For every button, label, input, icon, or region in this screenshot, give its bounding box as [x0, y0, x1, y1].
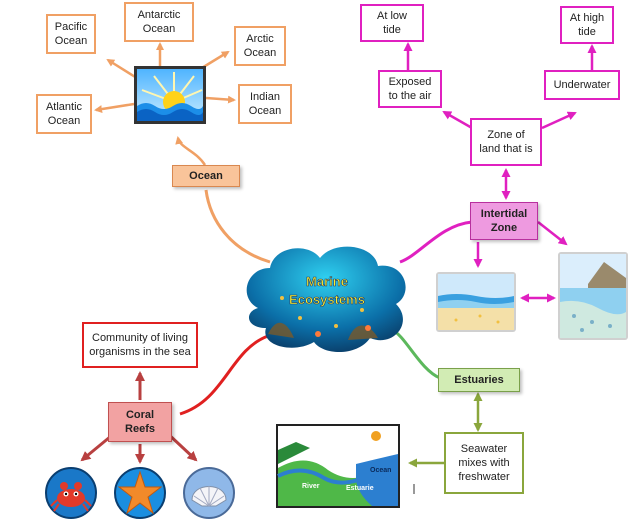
arctic-line2: Ocean [243, 47, 277, 59]
low-tide-beach-image [436, 272, 516, 332]
ocean-label: Ocean [189, 170, 223, 182]
low-tide-line2: tide [383, 24, 401, 36]
exposed-box: Exposed to the air [378, 70, 442, 108]
sunrise-ocean-image [134, 66, 206, 124]
branch-ocean [204, 189, 271, 264]
arrow-to-underwater [541, 111, 577, 130]
arctic-line1: Arctic [246, 33, 274, 45]
starfish-icon [113, 466, 167, 520]
antarctic-line1: Antarctic [137, 9, 181, 21]
low-tide-box: At low tide [360, 4, 424, 42]
center-label-line2: Ecosystems [289, 292, 365, 307]
pacific-line1: Pacific [54, 21, 88, 33]
high-tide-beach-image [558, 252, 628, 340]
community-line2: organisms in the sea [89, 346, 191, 358]
intertidal-label-line2: Zone [490, 222, 518, 234]
arrow-atlantic [94, 102, 135, 114]
arrow-to-exposed [442, 110, 473, 130]
pacific-line2: Ocean [54, 35, 88, 47]
map-estuarie-label: Estuarie [346, 485, 374, 492]
seawater-line3: freshwater [458, 471, 510, 483]
branch-intertidal [399, 220, 473, 264]
high-tide-box: At high tide [560, 6, 614, 44]
high-tide-line2: tide [578, 26, 596, 38]
underwater-box: Underwater [544, 70, 620, 100]
community-box: Community of living organisms in the sea [82, 322, 198, 368]
seawater-line2: mixes with [458, 457, 510, 469]
seawater-box: Seawater mixes with freshwater [444, 432, 524, 494]
arrow-indian [205, 95, 236, 104]
indian-line1: Indian [250, 91, 280, 103]
coral-label-line2: Reefs [125, 423, 155, 435]
zone-of-land-box: Zone of land that is [470, 118, 542, 166]
map-river-label: River [302, 483, 320, 490]
estuary-map-image: River Estuarie Ocean [276, 424, 400, 508]
seawater-line1: Seawater [460, 443, 508, 455]
atlantic-line1: Atlantic [45, 101, 83, 113]
arrow-ocean-image [175, 136, 207, 166]
branch-coral [179, 334, 269, 416]
indian-line2: Ocean [248, 105, 282, 117]
intertidal-label-line1: Intertidal [480, 208, 528, 220]
underwater-line1: Underwater [553, 79, 611, 91]
exposed-line2: to the air [388, 90, 432, 102]
center-label-line1: Marine [306, 274, 348, 289]
ocean-node: Ocean [172, 165, 240, 187]
low-tide-line1: At low [377, 10, 407, 22]
marine-ecosystems-center: Marine Ecosystems [238, 238, 416, 356]
coral-label-line1: Coral [125, 409, 155, 421]
crab-icon [44, 466, 98, 520]
estuaries-label: Estuaries [454, 374, 504, 386]
seashell-icon [182, 466, 236, 520]
zone-line2: land that is [479, 143, 533, 155]
map-ocean-label: Ocean [370, 467, 391, 474]
estuaries-node: Estuaries [438, 368, 520, 392]
atlantic-line2: Ocean [47, 115, 81, 127]
arrow-to-beach-high [537, 221, 568, 246]
community-line1: Community of living [92, 332, 188, 344]
exposed-line1: Exposed [388, 76, 432, 88]
high-tide-line1: At high [569, 12, 605, 24]
antarctic-line2: Ocean [142, 23, 176, 35]
zone-line1: Zone of [487, 129, 525, 141]
